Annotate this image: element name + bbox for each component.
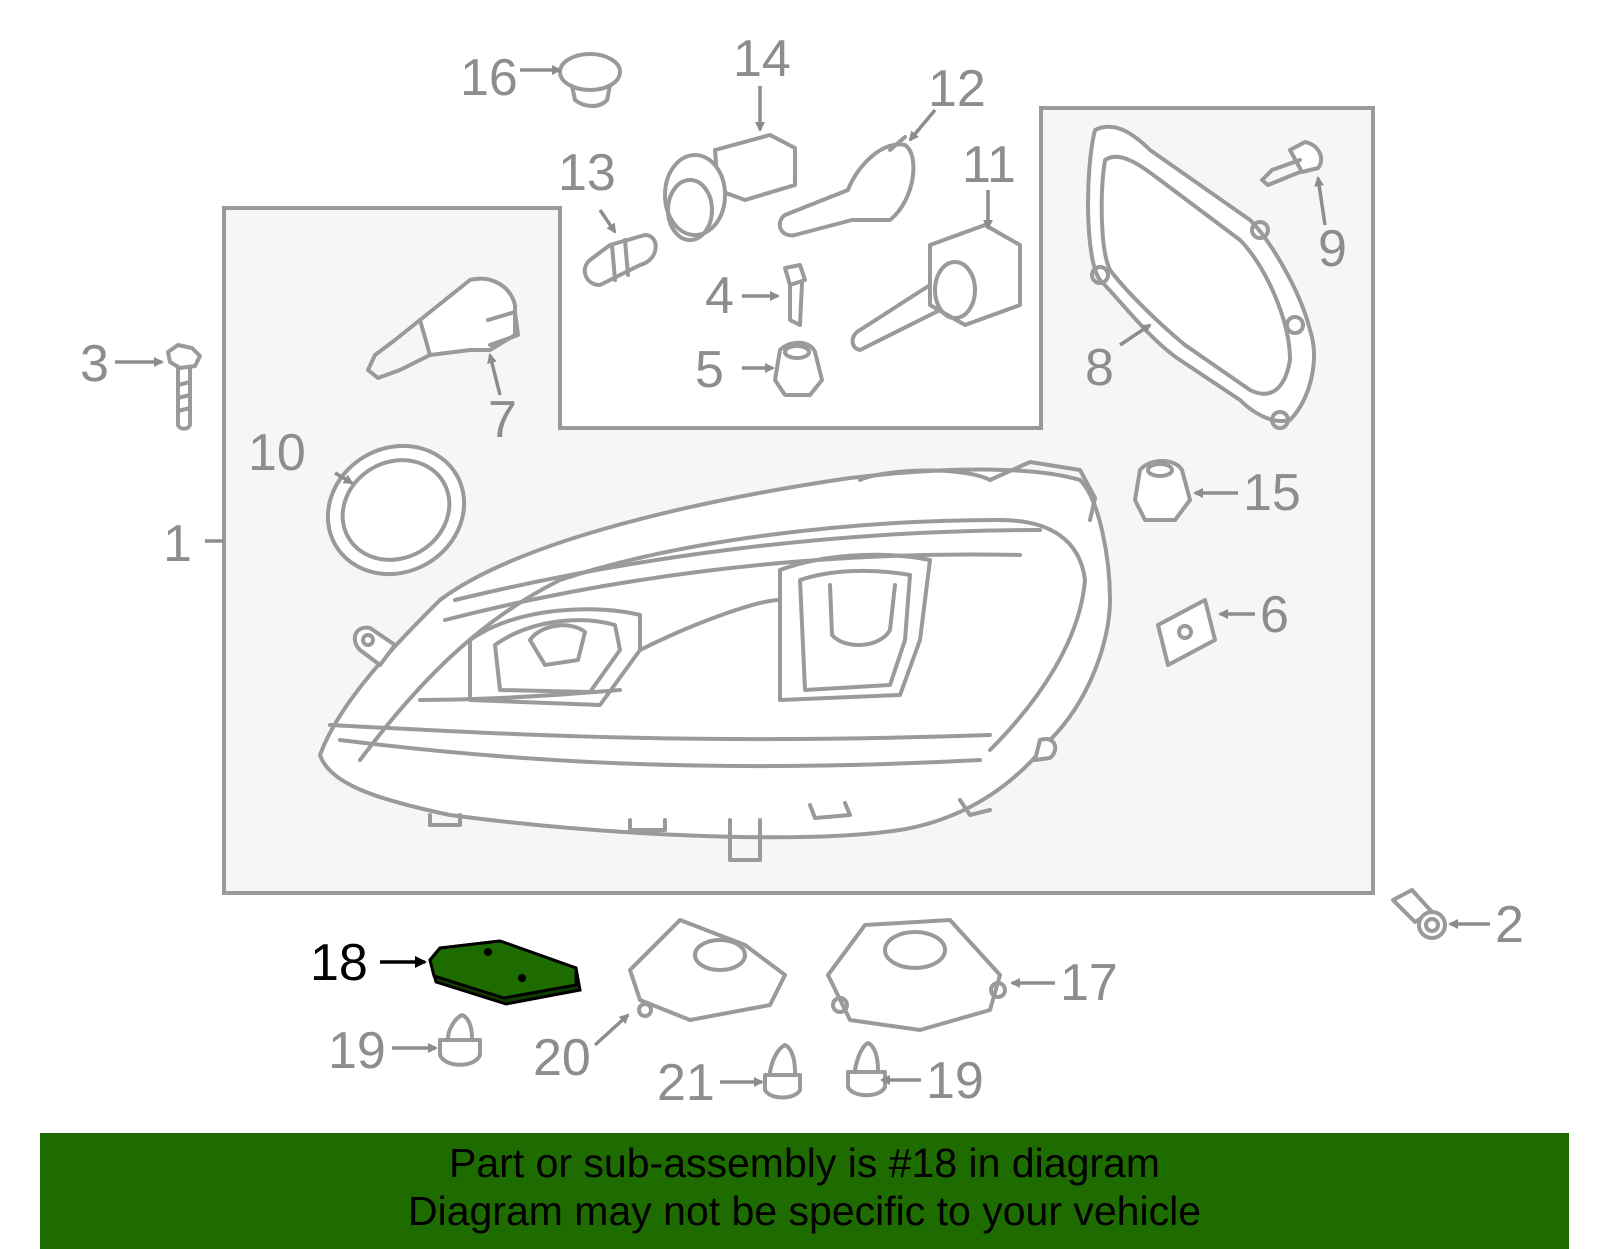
label-4: 4 [705, 267, 734, 325]
part-16-plug [558, 52, 622, 108]
label-19-right: 19 [926, 1052, 984, 1110]
part-17-xenon-ballast [826, 918, 1007, 1032]
part-14-bulb [663, 133, 797, 242]
label-5: 5 [695, 341, 724, 399]
leader-lines [115, 65, 1490, 1087]
label-21: 21 [657, 1054, 715, 1112]
part-4-screw [783, 263, 807, 327]
label-12: 12 [928, 60, 986, 118]
label-20: 20 [533, 1029, 591, 1087]
label-14: 14 [733, 30, 791, 88]
info-banner: Part or sub-assembly is #18 in diagram D… [40, 1133, 1569, 1249]
label-8: 8 [1085, 339, 1114, 397]
label-3: 3 [80, 335, 109, 393]
headlamp-assembly [318, 460, 1112, 862]
part-12-halogen-bulb [777, 135, 916, 238]
label-9: 9 [1318, 220, 1347, 278]
label-15: 15 [1243, 464, 1301, 522]
label-2: 2 [1495, 896, 1524, 954]
part-19-screw-right [846, 1041, 887, 1098]
label-1: 1 [163, 515, 192, 573]
part-3-bolt [166, 343, 202, 431]
banner-line-1: Part or sub-assembly is #18 in diagram [449, 1140, 1160, 1186]
callout-labels: 1 2 3 4 5 6 7 8 9 10 11 12 13 14 15 16 1… [80, 30, 1524, 1112]
part-7-bulb-socket [366, 276, 520, 380]
part-15-clip-nut [1133, 459, 1192, 522]
label-7: 7 [488, 391, 517, 449]
part-6-spring-clip [1156, 598, 1217, 667]
label-16: 16 [460, 49, 518, 107]
label-19-left: 19 [328, 1022, 386, 1080]
banner-line-2: Diagram may not be specific to your vehi… [407, 1188, 1201, 1234]
part-11-xenon-bulb [850, 223, 1022, 352]
part-2-bolt [1391, 888, 1447, 940]
part-8-housing-cover [1086, 124, 1316, 430]
label-17: 17 [1060, 954, 1118, 1012]
part-18-control-module [428, 939, 582, 1006]
label-6: 6 [1260, 586, 1289, 644]
part-9-screw [1260, 140, 1324, 187]
part-5-clip-nut [773, 340, 824, 397]
label-13: 13 [558, 144, 616, 202]
label-11: 11 [962, 136, 1016, 194]
part-19-screw-left [438, 1013, 482, 1067]
part-21-screw [763, 1043, 802, 1100]
part-20-ballast-frame [628, 918, 787, 1022]
label-18: 18 [310, 934, 368, 992]
part-10-seal-ring [325, 443, 467, 577]
part-13-wedge-bulb [582, 233, 658, 287]
label-10: 10 [248, 424, 306, 482]
